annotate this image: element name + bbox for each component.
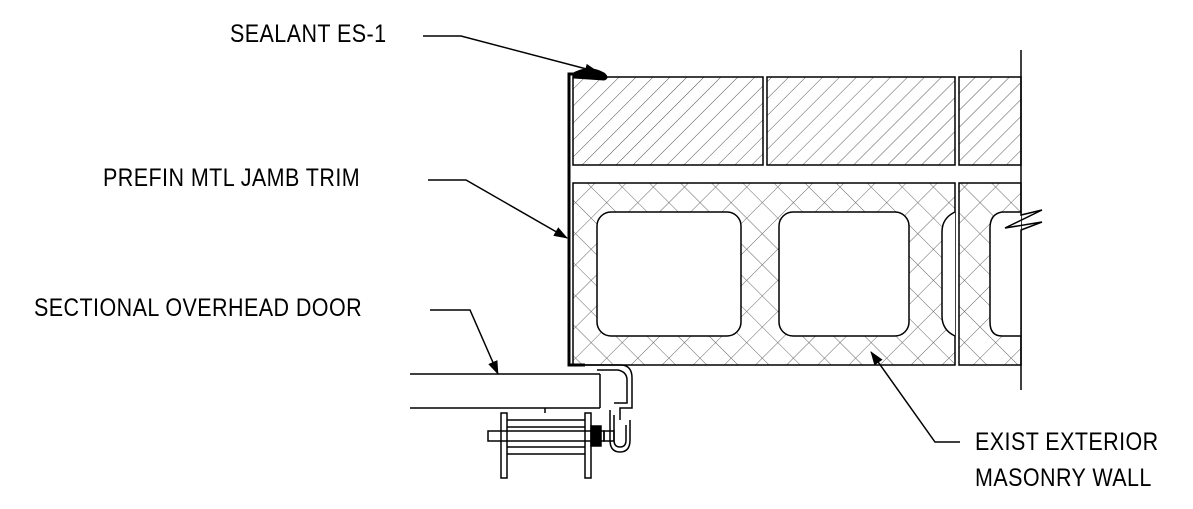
- leader-jamb-trim: [428, 179, 568, 239]
- overhead-door-panel: [410, 373, 601, 409]
- door-track: [585, 364, 633, 453]
- leader-lines: [423, 35, 960, 443]
- label-door: SECTIONAL OVERHEAD DOOR: [34, 294, 363, 322]
- break-line: [1004, 50, 1043, 390]
- label-wall-line1: EXIST EXTERIOR: [975, 428, 1159, 456]
- leader-wall: [870, 351, 960, 443]
- label-jamb-trim: PREFIN MTL JAMB TRIM: [103, 164, 361, 192]
- leader-sealant: [423, 35, 599, 74]
- leader-door: [430, 309, 499, 375]
- roller-bracket: [487, 408, 615, 479]
- label-wall-line2: MASONRY WALL: [975, 464, 1152, 492]
- brick-course: [572, 76, 1022, 166]
- cmu-block-course: [572, 182, 1022, 366]
- label-sealant: SEALANT ES-1: [230, 20, 387, 48]
